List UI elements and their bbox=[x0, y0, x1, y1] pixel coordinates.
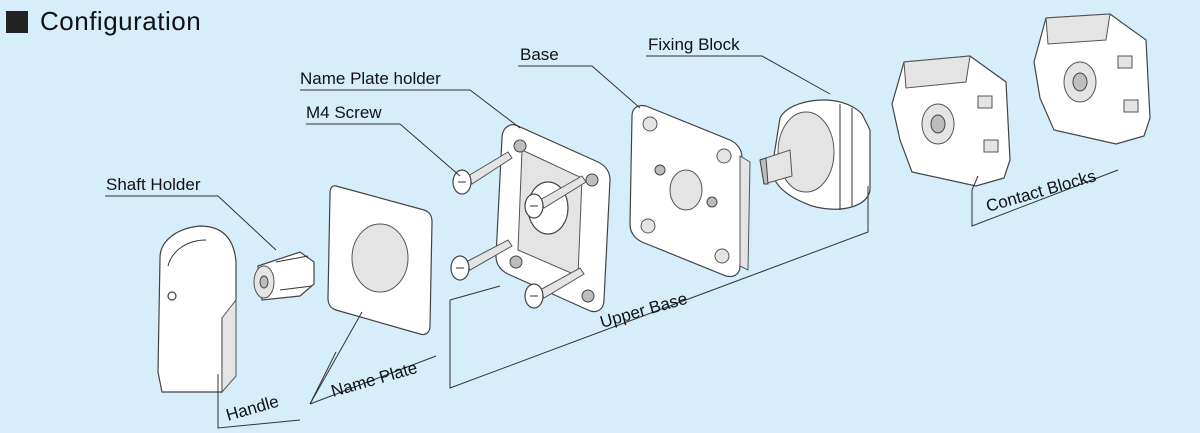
page-title: Configuration bbox=[40, 6, 202, 36]
label-shaft-holder: Shaft Holder bbox=[106, 175, 201, 194]
section-header: Configuration bbox=[6, 6, 201, 37]
m4-screws bbox=[450, 151, 587, 309]
label-m4-screw: M4 Screw bbox=[306, 103, 382, 122]
label-base: Base bbox=[520, 45, 559, 64]
screw-2 bbox=[524, 175, 587, 219]
header-square-icon bbox=[6, 10, 28, 33]
contact-block-1 bbox=[891, 55, 1011, 187]
label-upper-base: Upper Base bbox=[598, 289, 690, 332]
screw-3 bbox=[450, 239, 513, 281]
leader-lines bbox=[105, 55, 1119, 429]
handle-part bbox=[157, 225, 237, 394]
label-name-plate-holder: Name Plate holder bbox=[300, 69, 441, 88]
label-name-plate: Name Plate bbox=[329, 358, 420, 401]
label-handle: Handle bbox=[224, 392, 281, 425]
label-fixing-block: Fixing Block bbox=[648, 35, 740, 54]
contact-block-2 bbox=[1033, 13, 1151, 145]
shaft-holder-part bbox=[253, 251, 315, 301]
screw-1 bbox=[452, 151, 513, 195]
fixing-block-part bbox=[759, 99, 871, 210]
screw-4 bbox=[524, 267, 585, 309]
name-plate-part bbox=[327, 185, 433, 336]
name-plate-holder-part bbox=[495, 124, 611, 313]
base-part bbox=[629, 104, 751, 278]
